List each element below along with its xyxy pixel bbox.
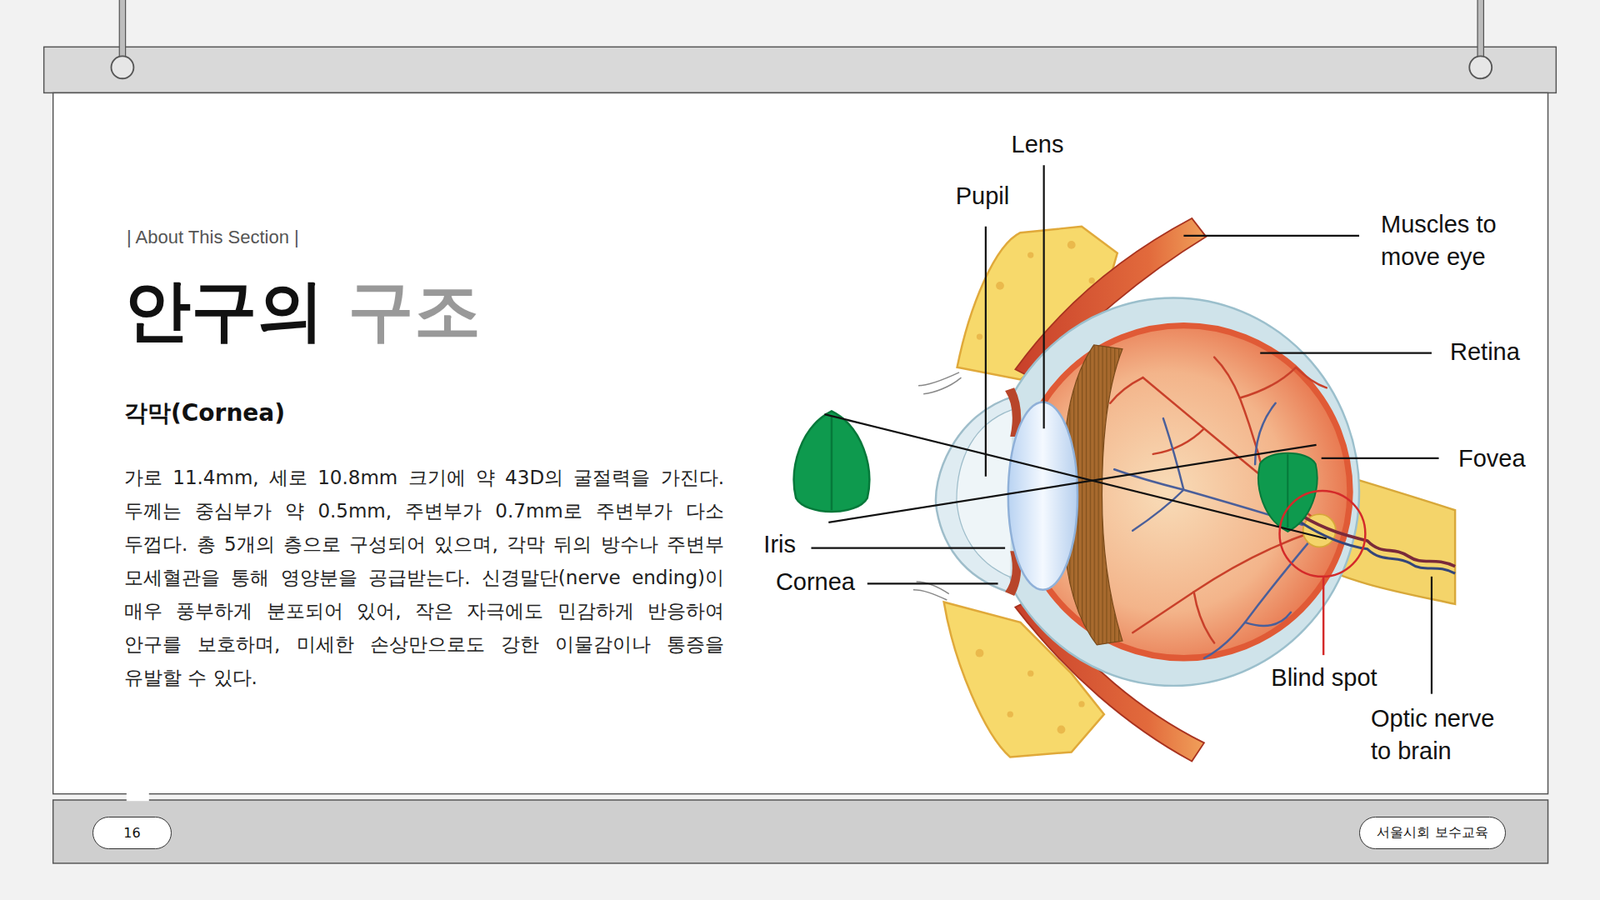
- body-text: 가로 11.4mm, 세로 10.8mm 크기에 약 43D의 굴절력을 가진다…: [124, 460, 725, 695]
- part-label: Iris: [763, 530, 796, 560]
- section-label: | About This Section |: [126, 226, 300, 249]
- leader-line: [1322, 576, 1325, 655]
- footer-pill: 서울시회 보수교육: [1359, 816, 1506, 850]
- pill-text: 16: [123, 825, 140, 841]
- subheading: 각막(Cornea): [124, 399, 285, 428]
- content-panel: [53, 92, 1549, 794]
- slide-title: 안구의 구조: [124, 274, 481, 348]
- lens: [1008, 401, 1078, 590]
- object-leaf: [794, 410, 870, 512]
- anterior-chamber: [957, 410, 1013, 577]
- nerve-fibre: [1300, 522, 1455, 574]
- part-label: Retina: [1450, 337, 1520, 367]
- part-label: Muscles to move eye: [1380, 208, 1527, 274]
- page-number-pill: 16: [92, 816, 172, 850]
- part-label: Blind spot: [1270, 663, 1377, 693]
- pill-text: 서울시회 보수교육: [1376, 824, 1488, 842]
- blood-vessels: [1114, 403, 1315, 659]
- hanger-ring: [110, 55, 134, 79]
- hanger-ring: [1469, 55, 1492, 79]
- leader-lines: [810, 165, 1439, 694]
- blind-spot-ring: [1280, 490, 1366, 577]
- part-label: Fovea: [1458, 444, 1526, 474]
- part-label: Optic nerve to brain: [1370, 702, 1517, 768]
- hanger-rod: [119, 0, 125, 60]
- part-label: Lens: [1011, 130, 1065, 160]
- panel-notch: [126, 791, 150, 801]
- light-ray: [828, 445, 1316, 523]
- hanger-rod: [1477, 0, 1484, 60]
- blood-vessels: [1110, 357, 1327, 644]
- eyelash: [918, 372, 961, 395]
- part-label: Pupil: [955, 181, 1010, 211]
- bottom-bar: [53, 800, 1549, 864]
- part-label: Cornea: [775, 567, 855, 597]
- nerve-fibre: [1300, 515, 1455, 566]
- top-bar: [44, 46, 1557, 93]
- light-ray: [824, 414, 1326, 539]
